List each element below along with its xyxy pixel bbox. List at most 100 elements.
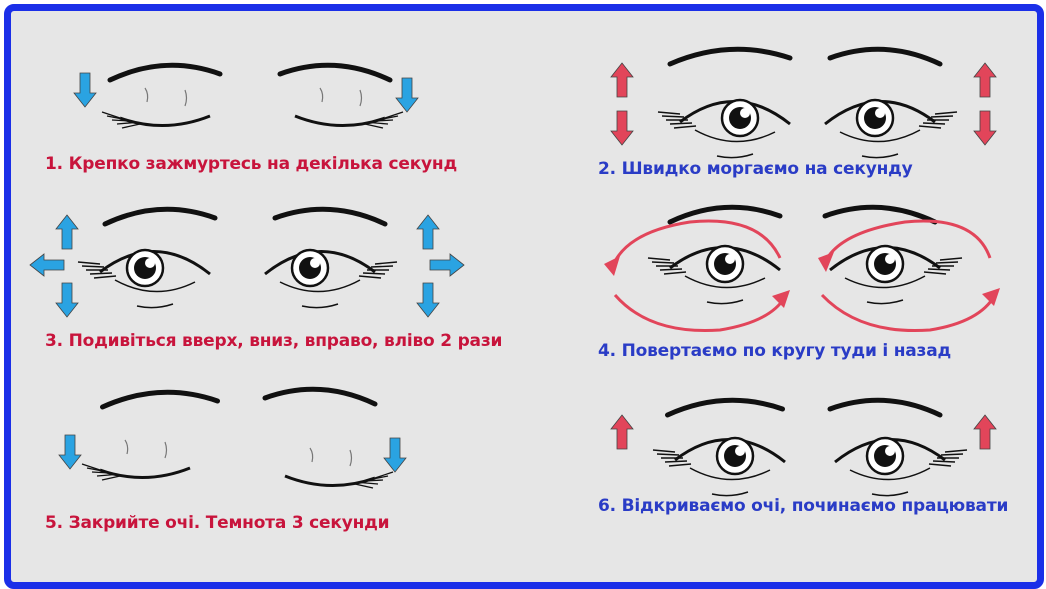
arrow-shape <box>973 110 997 146</box>
eyelash <box>664 460 688 463</box>
open-eye-icon <box>829 244 963 305</box>
eyelash <box>106 115 126 121</box>
eyelash <box>647 257 671 261</box>
arrow-shape <box>395 77 419 113</box>
closed-eyelid <box>294 114 386 127</box>
arrow-down-icon <box>73 72 97 108</box>
arrow-down-icon <box>973 110 997 146</box>
eyebrow-icon <box>822 204 938 225</box>
arrow-left-icon <box>29 253 65 277</box>
eyelash <box>86 467 106 473</box>
eyebrow-icon <box>665 397 785 418</box>
eyelash <box>374 261 398 265</box>
eyelash <box>111 119 131 122</box>
eyelash <box>652 449 676 453</box>
eyelash <box>918 125 942 129</box>
eyelash <box>374 471 394 479</box>
step-6-caption: 6. Відкриваємо очі, починаємо працювати <box>598 496 1009 516</box>
closed-eyelid <box>99 466 191 479</box>
upper-eyelid <box>99 250 211 276</box>
arrow-up-icon <box>973 414 997 450</box>
eyebrow-icon <box>827 397 943 418</box>
eyelash <box>91 471 111 474</box>
circular-arrow-icon <box>820 293 997 333</box>
open-eye-icon <box>652 436 786 497</box>
lower-eyelid <box>279 279 361 293</box>
arrow-up-icon <box>610 62 634 98</box>
arrow-shape <box>416 214 440 250</box>
eyelash <box>944 449 968 453</box>
eye-highlight <box>725 254 735 264</box>
eyelash <box>358 275 382 279</box>
upper-eyelid <box>264 250 376 276</box>
closed-eye-icon <box>294 87 404 129</box>
eyebrow-icon <box>277 62 393 83</box>
lower-eyelid <box>839 129 921 143</box>
arrow-down-icon <box>395 77 419 113</box>
arrow-up-icon <box>55 214 79 250</box>
arrow-shape <box>610 62 634 98</box>
lower-eyelid <box>114 279 196 293</box>
arrow-shape <box>29 253 65 277</box>
eyelash <box>940 453 964 456</box>
closed-eyelid <box>119 114 211 127</box>
closed-eye-icon <box>81 439 191 481</box>
step-2-caption: 2. Швидко моргаємо на секунду <box>598 159 913 179</box>
eyelash <box>362 272 386 275</box>
step-3-caption: 3. Подивіться вверх, вниз, вправо, вліво… <box>45 331 503 351</box>
open-eye-icon <box>824 98 958 159</box>
arrow-shape <box>610 414 634 450</box>
arrow-shape <box>55 214 79 250</box>
arrow-shape <box>383 437 407 473</box>
lower-lashes <box>871 491 909 497</box>
arrow-shape <box>973 62 997 98</box>
open-eye-icon <box>657 98 791 159</box>
lower-lashes <box>136 303 174 309</box>
arrow-down-icon <box>383 437 407 473</box>
closed-eye-icon <box>284 447 394 489</box>
eyelash <box>935 261 959 264</box>
eyelash <box>77 261 101 265</box>
eyebrow-icon <box>272 206 388 227</box>
eyelash <box>934 111 958 115</box>
eyelash <box>121 123 141 129</box>
eye-highlight <box>310 258 320 268</box>
eyelash <box>369 121 389 125</box>
open-eye-icon <box>77 248 211 309</box>
arrow-down-icon <box>416 282 440 318</box>
lower-eyelid <box>689 467 771 481</box>
arrow-shape <box>429 253 465 277</box>
eyelash <box>663 271 687 275</box>
arrow-down-icon <box>610 110 634 146</box>
arrow-down-icon <box>55 282 79 318</box>
step-5-caption: 5. Закрийте очі. Темнота 3 секунди <box>45 513 390 533</box>
eyelash <box>116 121 136 125</box>
eyelash <box>932 460 956 463</box>
eyebrow-icon <box>100 389 220 410</box>
eye-highlight <box>885 446 895 456</box>
circular-arrow-icon <box>823 219 992 263</box>
eyelash <box>673 125 697 129</box>
eyebrow-icon <box>262 386 378 407</box>
eyelash <box>669 122 693 125</box>
step-1-caption: 1. Крепко зажмуртесь на декілька секунд <box>45 154 458 174</box>
eyelash <box>661 115 685 118</box>
eyelash <box>379 115 399 121</box>
eye-highlight <box>875 108 885 118</box>
arrowhead-icon <box>982 288 1000 306</box>
open-eye-icon <box>264 248 398 309</box>
eyelash <box>659 268 683 271</box>
lower-lashes <box>711 491 749 497</box>
arrow-shape <box>58 434 82 470</box>
closed-eyelid <box>284 474 376 487</box>
eyelash <box>384 111 404 119</box>
arrowhead-icon <box>604 256 620 276</box>
eyelash <box>939 257 963 261</box>
arrow-shape <box>973 414 997 450</box>
lower-lashes <box>861 153 899 159</box>
eyelash <box>657 111 681 115</box>
arrow-up-icon <box>973 62 997 98</box>
open-eye-icon <box>834 436 968 497</box>
